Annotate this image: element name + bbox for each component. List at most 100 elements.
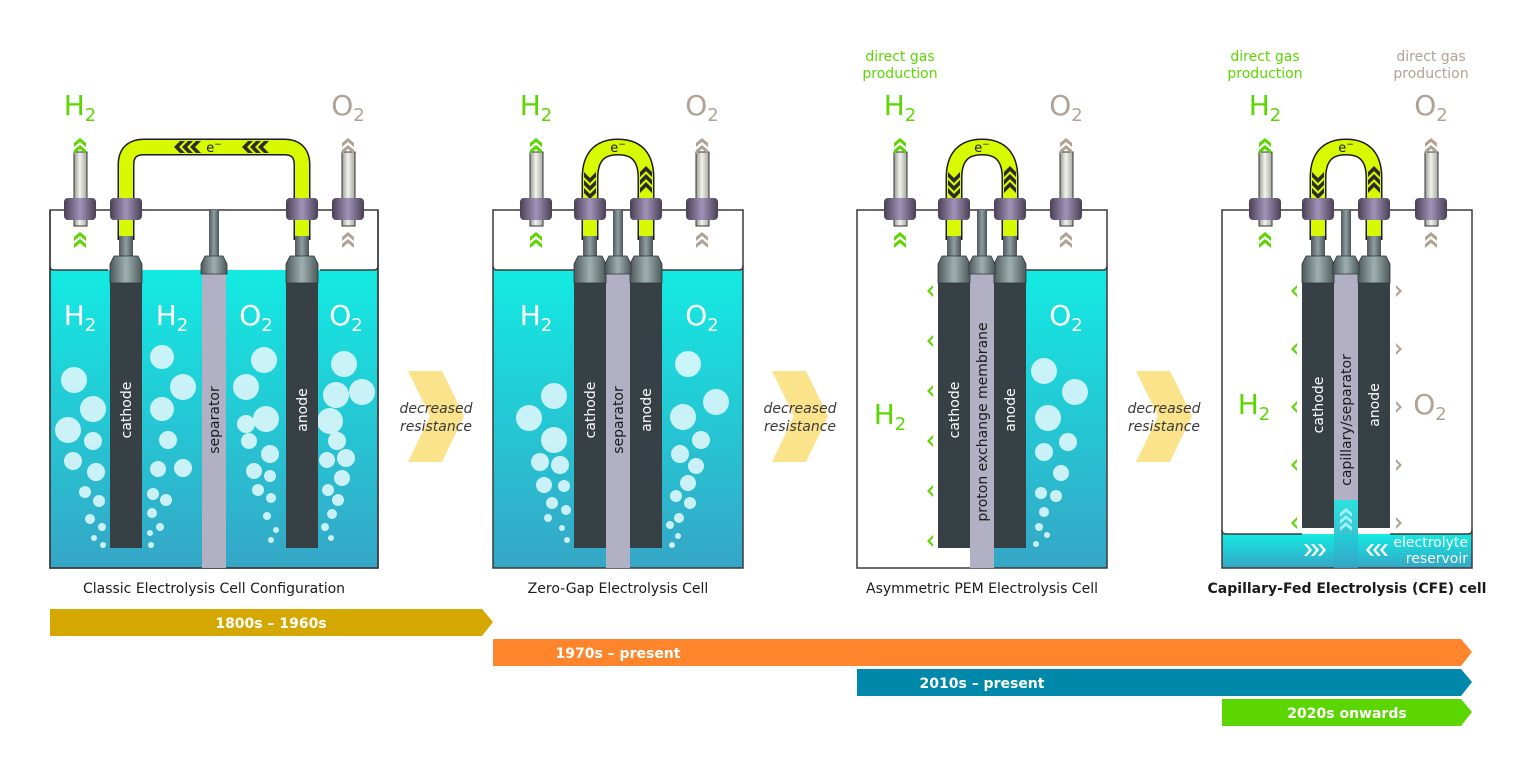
- proton-exchange-membrane: [970, 272, 994, 568]
- capillary-separator: [1334, 272, 1358, 534]
- seal-clamp: [686, 198, 718, 220]
- anode-electrode: [630, 283, 662, 548]
- seal-clamp: [286, 198, 318, 220]
- electrode-rod: [1341, 210, 1351, 256]
- electrode-cap: [1357, 255, 1391, 284]
- electron-label: e−: [1338, 140, 1354, 156]
- seal-clamp: [884, 198, 916, 220]
- electrode-rod: [613, 210, 623, 256]
- cathode-label: cathode: [119, 382, 135, 439]
- electron-label: e−: [974, 140, 990, 156]
- separator-cap: [200, 255, 228, 275]
- seal-clamp: [64, 198, 96, 220]
- timeline-bar-1970s: [493, 639, 1472, 666]
- o2-flow-chevrons: [342, 138, 354, 248]
- anode-label: anode: [1367, 383, 1383, 427]
- direct-gas-label: production: [1393, 66, 1468, 82]
- cell-zero-gap: e− H2 O2 cathode anode separator Zer: [492, 138, 744, 597]
- cell-caption: Capillary-Fed Electrolysis (CFE) cell: [1208, 581, 1487, 597]
- electron-wire: [947, 139, 1017, 240]
- h2-flow-chevrons: [74, 138, 86, 248]
- decreased-resistance-label: resistance: [1128, 419, 1200, 435]
- seal-clamp: [1249, 198, 1281, 220]
- bubbles: [55, 345, 375, 548]
- electron-flow-chevrons: [1312, 166, 1380, 199]
- anode-electrode: [1358, 283, 1390, 528]
- gas-h2-label: H2: [1238, 388, 1271, 425]
- cathode-label: cathode: [947, 382, 963, 439]
- h2-outlet-label: H2: [64, 89, 97, 126]
- o2-outlet-label: O2: [331, 89, 365, 126]
- h2-release-chevrons: [1291, 285, 1297, 529]
- h2-flow-chevrons: [1259, 138, 1271, 248]
- electrode-cap: [573, 255, 607, 284]
- electrode-rod: [977, 210, 987, 256]
- electron-wire: [1311, 139, 1381, 240]
- seal-clamp: [110, 198, 142, 220]
- timeline-label: 2020s onwards: [1287, 706, 1406, 722]
- timeline-label: 1800s – 1960s: [215, 616, 326, 632]
- electrode-cap: [993, 255, 1027, 284]
- gas-labels: H2 O2 H2 O2 direct gas production H2 O2 …: [64, 49, 1469, 126]
- electrode-cap: [285, 255, 319, 284]
- h2-release-chevrons: [927, 285, 933, 547]
- electron-flow-chevrons: [948, 166, 1016, 199]
- cell-classic: e− H2 H2 O2 O2 cathode: [49, 138, 379, 597]
- electrode-rod: [639, 236, 653, 256]
- cathode-electrode: [110, 283, 142, 548]
- decreased-resistance-label: decreased: [400, 401, 473, 417]
- timeline: 1800s – 1960s 1970s – present 2010s – pr…: [50, 609, 1472, 726]
- separator-label: separator: [207, 386, 223, 454]
- separator-membrane: [606, 272, 630, 568]
- liquid-h2-label: H2: [156, 299, 189, 336]
- decreased-resistance-label: decreased: [764, 401, 837, 417]
- bubbles: [516, 351, 729, 548]
- o2-flow-chevrons: [1425, 138, 1437, 248]
- cathode-label: cathode: [583, 382, 599, 439]
- o2-flow-chevrons: [1060, 138, 1072, 248]
- progression-arrow: decreased resistance: [1128, 371, 1201, 462]
- h2-flow-chevrons: [894, 138, 906, 248]
- h2-outlet-label: H2: [1249, 89, 1282, 126]
- separator-cap: [1332, 255, 1360, 275]
- o2-outlet-label: O2: [685, 89, 719, 126]
- gas-o2-label: O2: [1413, 388, 1447, 425]
- cell-caption: Classic Electrolysis Cell Configuration: [83, 581, 345, 597]
- seal-clamp: [332, 198, 364, 220]
- seal-clamp: [1358, 198, 1390, 220]
- seal-clamp: [1050, 198, 1082, 220]
- progression-arrow: decreased resistance: [400, 371, 473, 462]
- electron-label: e−: [610, 140, 626, 156]
- direct-gas-label: direct gas: [1230, 49, 1299, 65]
- bubbles: [1031, 358, 1088, 547]
- seal-clamp: [574, 198, 606, 220]
- electrode-cap: [1301, 255, 1335, 284]
- electrode-rod: [295, 236, 309, 256]
- electrode-rod: [119, 236, 133, 256]
- timeline-bar-1800s: [50, 609, 493, 636]
- anode-electrode: [994, 283, 1026, 548]
- decreased-resistance-label: resistance: [400, 419, 472, 435]
- anode-electrode: [286, 283, 318, 548]
- electrode-rod: [1003, 236, 1017, 256]
- cell-caption: Asymmetric PEM Electrolysis Cell: [866, 581, 1098, 597]
- anode-label: anode: [639, 388, 655, 432]
- electrode-rod: [209, 210, 219, 256]
- electron-flow-chevrons: [174, 141, 269, 153]
- capillary-flow-chevrons: [1340, 508, 1352, 531]
- liquid-surface: [1022, 265, 1108, 271]
- electrode-cap: [629, 255, 663, 284]
- timeline-label: 2010s – present: [920, 676, 1045, 692]
- anode-label: anode: [295, 388, 311, 432]
- liquid-o2-label: O2: [1049, 299, 1083, 336]
- direct-gas-label: production: [862, 66, 937, 82]
- electrode-rod: [1311, 236, 1325, 256]
- seal-clamp: [994, 198, 1026, 220]
- o2-flow-chevrons: [696, 138, 708, 248]
- cell-asymmetric-pem: e− H2 O2 cathode: [856, 138, 1108, 597]
- timeline-bar-2010s: [857, 669, 1472, 696]
- capillary-label: capillary/separator: [1339, 354, 1355, 486]
- pem-label: proton exchange membrane: [975, 322, 991, 521]
- electrolyte-reservoir-label: electrolyte: [1393, 535, 1468, 551]
